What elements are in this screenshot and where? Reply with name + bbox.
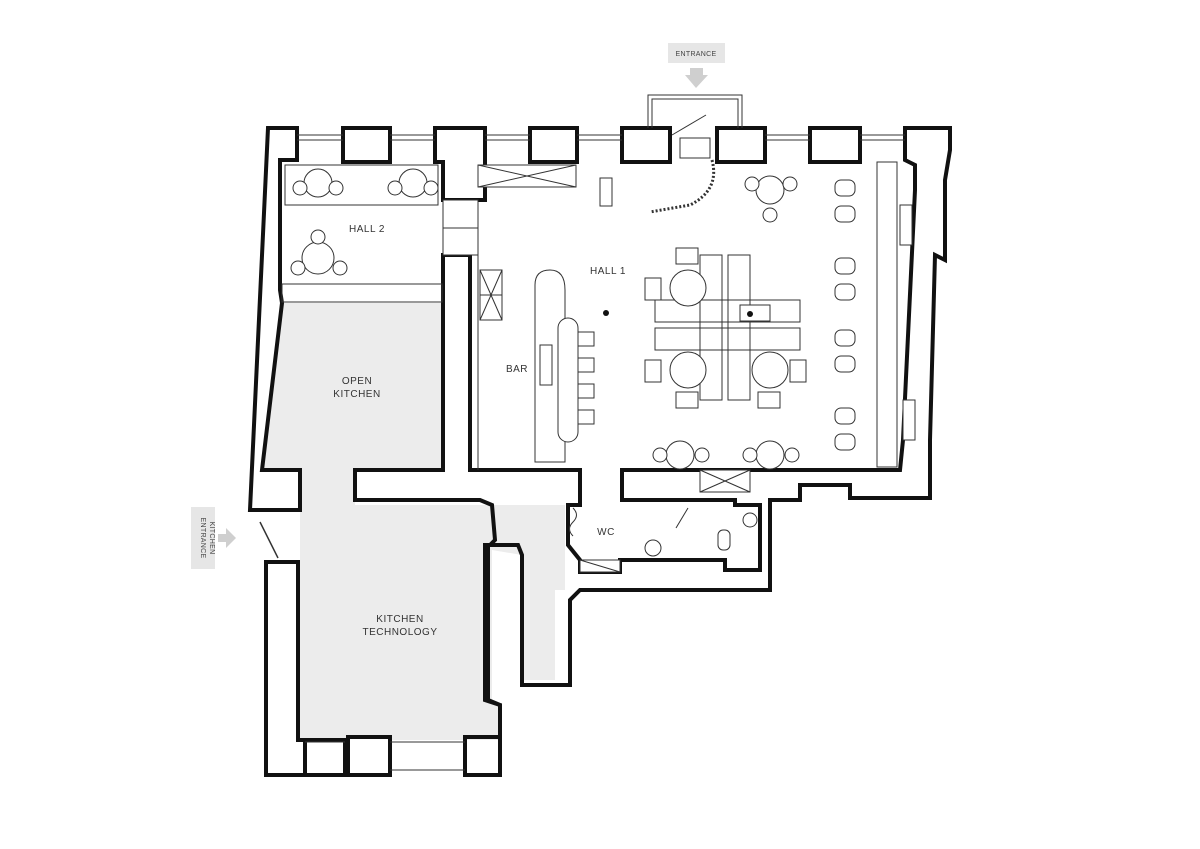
- entrance-sign: ENTRANCE: [668, 43, 725, 88]
- hall-partition: [442, 164, 577, 470]
- outer-wall: [247, 126, 302, 512]
- room-label-hall2: HALL 2: [349, 224, 385, 235]
- room-label-kitchen-tech-2: TECHNOLOGY: [362, 627, 437, 638]
- bar-furniture: [479, 269, 595, 463]
- entrance-kitchen-label-line1: ENTRANCE: [199, 518, 206, 559]
- south-pier-center: [346, 735, 392, 777]
- room-label-open-kitchen-1: OPEN: [342, 376, 372, 387]
- column-marker: [603, 310, 609, 316]
- entrance-vestibule: [647, 94, 743, 214]
- room-label-kitchen-tech-1: KITCHEN: [376, 614, 423, 625]
- north-pier-1: [341, 126, 392, 164]
- open-kitchen-floor: [262, 303, 443, 500]
- hall1-round-tables: [652, 175, 800, 470]
- hall1-banquette: [599, 161, 916, 468]
- outer-wall-west-lower: [264, 560, 307, 777]
- north-windows: [297, 134, 905, 771]
- entrance-kitchen-sign: ENTRANCE KITCHEN: [191, 507, 236, 569]
- north-pier-4: [620, 126, 672, 164]
- hall1-central-tables: [644, 247, 807, 409]
- room-label-open-kitchen-2: KITCHEN: [333, 389, 380, 400]
- entrance-label: ENTRANCE: [676, 51, 717, 58]
- kitchen-technology-floor: [300, 500, 565, 740]
- north-pier-6: [808, 126, 862, 164]
- room-label-bar: BAR: [506, 364, 528, 375]
- wc-fixtures: [569, 469, 758, 573]
- outer-wall-south-right: [353, 126, 952, 777]
- outer-wall-south: [305, 738, 347, 777]
- room-label-wc: WC: [597, 527, 615, 538]
- north-pier-3: [528, 126, 579, 164]
- room-label-hall1: HALL 1: [590, 266, 626, 277]
- kitchen-entrance-door: [259, 521, 279, 559]
- entrance-kitchen-label-line2: KITCHEN: [208, 522, 215, 555]
- hall2-furniture: [281, 164, 443, 303]
- north-pier-2: [433, 126, 487, 202]
- north-pier-5: [715, 126, 767, 164]
